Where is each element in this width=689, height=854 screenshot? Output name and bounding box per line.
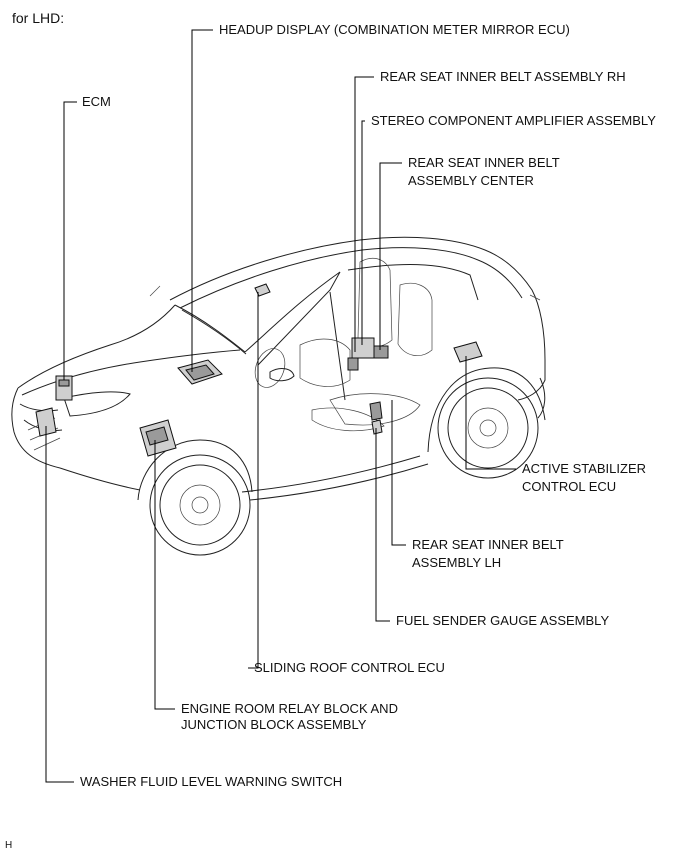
- variant-header: for LHD:: [12, 10, 65, 26]
- leader-lines: [45, 29, 516, 783]
- rear-seat-belt-rh-unit: [347, 357, 359, 371]
- label-rear-seat-belt-center-line2: ASSEMBLY CENTER: [408, 173, 534, 188]
- label-rear-seat-belt-lh-line1: REAR SEAT INNER BELT: [412, 537, 564, 552]
- fuel-sender-unit: [371, 419, 383, 435]
- car-body: [11, 236, 546, 556]
- label-sliding-roof-ecu: SLIDING ROOF CONTROL ECU: [254, 660, 445, 675]
- active-stabilizer-ecu-unit: [453, 341, 483, 363]
- label-rear-seat-belt-center-line1: REAR SEAT INNER BELT: [408, 155, 560, 170]
- figure-code: H: [5, 840, 13, 851]
- label-rear-seat-belt-rh: REAR SEAT INNER BELT ASSEMBLY RH: [380, 69, 626, 84]
- label-stereo-amplifier: STEREO COMPONENT AMPLIFIER ASSEMBLY: [371, 113, 656, 128]
- components: [35, 283, 483, 457]
- sliding-roof-ecu-unit: [254, 283, 271, 297]
- washer-switch-unit: [35, 407, 57, 437]
- label-active-stabilizer-line1: ACTIVE STABILIZER: [522, 461, 647, 476]
- label-ecm: ECM: [82, 94, 111, 109]
- label-relay-block-line2: JUNCTION BLOCK ASSEMBLY: [181, 717, 367, 732]
- label-washer-fluid-switch: WASHER FLUID LEVEL WARNING SWITCH: [80, 774, 343, 789]
- rear-seat-belt-lh-unit: [369, 401, 383, 421]
- label-headup-display: HEADUP DISPLAY (COMBINATION METER MIRROR…: [219, 22, 570, 37]
- rear-seat-belt-center-unit: [373, 345, 389, 359]
- label-active-stabilizer-line2: CONTROL ECU: [522, 479, 617, 494]
- label-relay-block-line1: ENGINE ROOM RELAY BLOCK AND: [181, 701, 398, 716]
- label-rear-seat-belt-lh-line2: ASSEMBLY LH: [412, 555, 502, 570]
- label-fuel-sender-gauge: FUEL SENDER GAUGE ASSEMBLY: [396, 613, 610, 628]
